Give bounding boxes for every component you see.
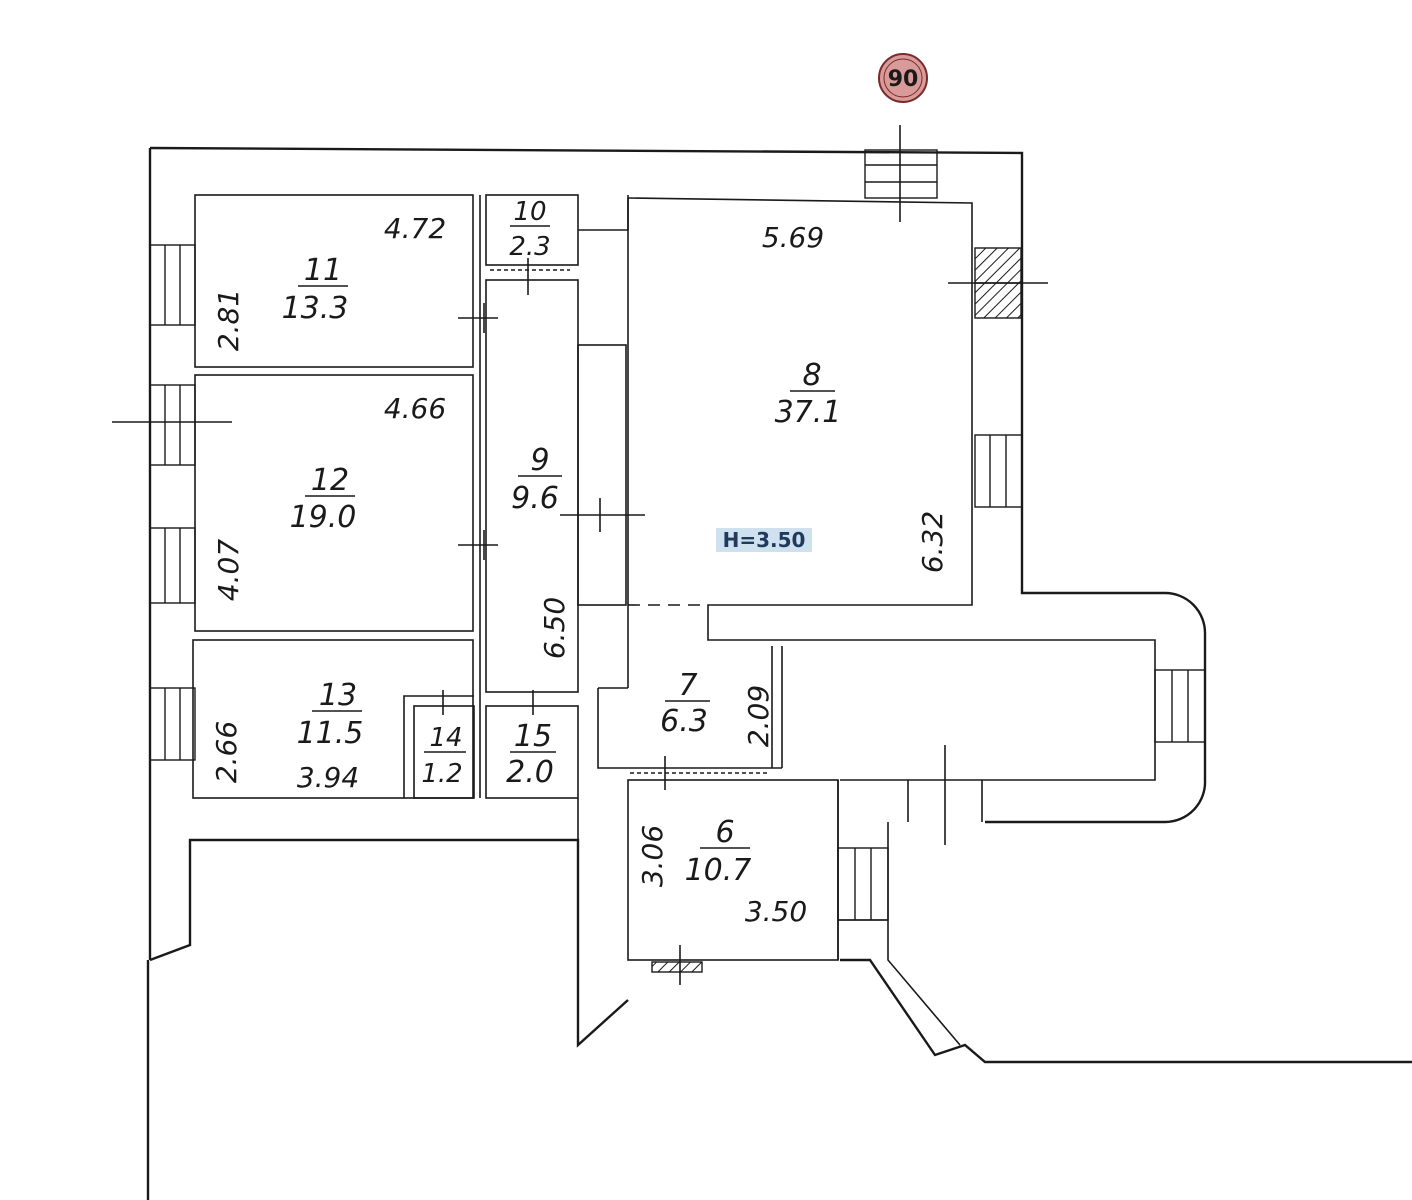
windows-left xyxy=(149,244,196,761)
room-number: 13 xyxy=(319,678,357,713)
room-number: 7 xyxy=(678,668,697,703)
room-14: 14 1.2 xyxy=(421,723,466,789)
room-7: 7 6.3 xyxy=(660,668,710,739)
room-area: 6.3 xyxy=(660,704,708,739)
left-wing-walls xyxy=(192,194,629,840)
dimension-label: 3.94 xyxy=(297,761,359,794)
section-ticks xyxy=(112,125,1048,985)
right-wing-walls xyxy=(597,197,1156,1046)
room-area: 2.0 xyxy=(506,755,554,790)
dimension-label: 5.69 xyxy=(762,221,824,254)
dimension-label: 4.72 xyxy=(384,212,446,245)
room-area: 19.0 xyxy=(290,500,357,535)
room-area: 9.6 xyxy=(511,481,559,516)
room-number: 10 xyxy=(513,197,546,227)
room-area: 1.2 xyxy=(421,759,462,789)
room-11: 11 13.3 xyxy=(282,253,349,326)
room-12: 12 19.0 xyxy=(290,463,357,535)
dimension-label: 3.06 xyxy=(636,825,669,887)
dimension-label: 2.09 xyxy=(742,685,775,747)
room-8: 8 37.1 xyxy=(775,358,842,430)
building-marker: 90 xyxy=(878,53,928,103)
ceiling-height-label: H=3.50 xyxy=(723,528,806,552)
room-area: 11.5 xyxy=(297,716,364,751)
dimension-label: 3.50 xyxy=(745,895,807,928)
room-9: 9 9.6 xyxy=(511,443,562,516)
room-6: 6 10.7 xyxy=(685,815,752,888)
room-number: 6 xyxy=(715,815,734,850)
dimension-label: 2.66 xyxy=(210,721,243,783)
room-number: 8 xyxy=(802,358,821,393)
room-area: 2.3 xyxy=(509,232,550,262)
building-marker-label: 90 xyxy=(888,67,919,92)
dimension-label: 2.81 xyxy=(212,289,245,351)
ceiling-height-note: H=3.50 xyxy=(716,528,812,552)
dimension-label: 4.07 xyxy=(212,539,245,602)
room-area: 10.7 xyxy=(685,853,752,888)
dimension-label: 4.66 xyxy=(384,392,446,425)
room-area: 13.3 xyxy=(282,291,349,326)
room-labels: 11 13.3 10 2.3 8 37.1 12 19.0 9 9.6 13 1… xyxy=(282,197,842,888)
room-area: 37.1 xyxy=(775,395,842,430)
room-10: 10 2.3 xyxy=(509,197,550,262)
dimension-label: 6.32 xyxy=(916,511,949,573)
room-number: 15 xyxy=(514,719,552,754)
room-13: 13 11.5 xyxy=(297,678,364,751)
room-number: 9 xyxy=(530,443,549,478)
room-number: 12 xyxy=(311,463,349,498)
room-number: 14 xyxy=(429,723,462,753)
room-number: 11 xyxy=(304,253,342,288)
room-15: 15 2.0 xyxy=(506,719,556,790)
dimensions: 4.72 2.81 4.66 4.07 2.66 3.94 6.50 5.69 … xyxy=(210,212,949,928)
dimension-label: 6.50 xyxy=(538,597,571,659)
